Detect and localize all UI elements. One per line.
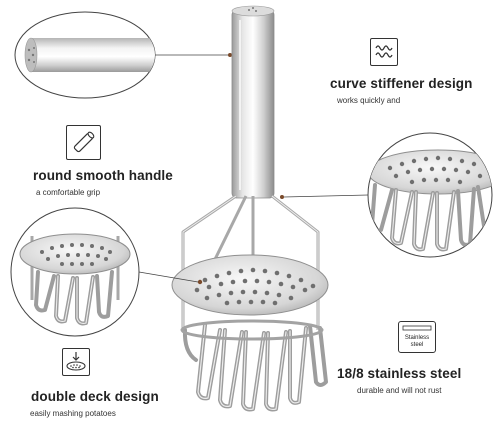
handle-feature-title: round smooth handle [33,168,173,183]
steel-feature-title: 18/8 stainless steel [337,366,462,381]
steel-feature-icon-box: Stainless steel [398,321,436,353]
curve-feature-subtitle: works quickly and [337,96,401,105]
wave-spring-icon [375,45,393,58]
deck-zoom-callout [10,207,199,337]
main-masher [171,5,329,412]
curve-feature-icon-box [370,38,398,66]
handle-zoom-callout [14,11,232,99]
perforated-plate-icon [66,352,86,371]
badge-text-line1: Stainless [405,335,429,341]
cylinder-handle-icon [73,131,95,153]
stainless-badge-icon: Stainless steel [402,325,432,348]
handle-feature-icon-box [66,125,101,160]
deck-feature-subtitle: easily mashing potatoes [30,409,116,418]
handle-feature-subtitle: a comfortable grip [36,188,101,197]
curve-feature-title: curve stiffener design [330,76,473,91]
deck-feature-title: double deck design [31,389,159,404]
deck-feature-icon-box [62,348,90,376]
badge-text-line2: steel [411,342,424,348]
curve-zoom-callout [280,132,493,258]
steel-feature-subtitle: durable and will not rust [357,386,442,395]
